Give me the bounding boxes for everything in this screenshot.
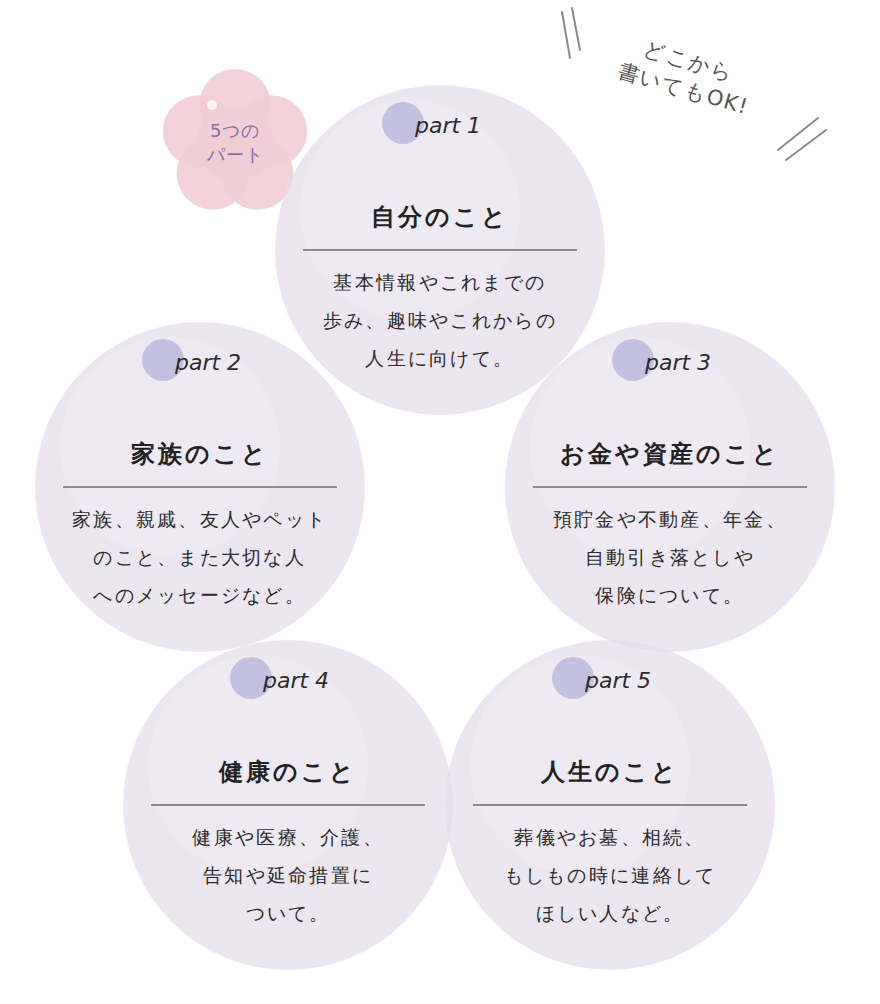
part-description: 預貯金や不動産、年金、 自動引き落としや 保険について。	[545, 500, 795, 614]
part-label: part 3	[645, 350, 711, 375]
divider-line	[473, 804, 747, 805]
divider-line	[151, 804, 425, 805]
part-description: 健康や医療、介護、 告知や延命措置に ついて。	[185, 818, 391, 932]
part-circle: part 1 自分のこと基本情報やこれまでの 歩み、趣味やこれからの 人生に向けて…	[275, 85, 605, 415]
part-label: part 5	[585, 668, 651, 693]
part-circle: part 2 家族のこと家族、親戚、友人やペット のこと、また大切な人 へのメッセ…	[35, 322, 365, 652]
badge-text: 5つの パート	[201, 119, 269, 167]
divider-line	[533, 486, 807, 487]
part-heading: 人生のこと	[445, 756, 775, 788]
part-label: part 1	[415, 113, 481, 138]
part-circle: part 3 お金や資産のこと預貯金や不動産、年金、 自動引き落としや 保険につい…	[505, 322, 835, 652]
part-description: 葬儀やお墓、相続、 もしもの時に連絡して ほしい人など。	[496, 818, 724, 932]
part-description: 基本情報やこれまでの 歩み、趣味やこれからの 人生に向けて。	[315, 263, 565, 377]
callout-note: どこから 書いてもOK!	[615, 30, 756, 120]
part-circle: part 4 健康のこと健康や医療、介護、 告知や延命措置に ついて。	[123, 640, 453, 970]
part-description: 家族、親戚、友人やペット のこと、また大切な人 へのメッセージなど。	[64, 500, 335, 614]
part-heading: お金や資産のこと	[505, 438, 835, 470]
part-circle: part 5 人生のこと葬儀やお墓、相続、 もしもの時に連絡して ほしい人など。	[445, 640, 775, 970]
part-heading: 健康のこと	[123, 756, 453, 788]
divider-line	[63, 486, 337, 487]
divider-line	[303, 249, 577, 250]
part-label: part 4	[263, 668, 329, 693]
part-label: part 2	[175, 350, 241, 375]
accent-strokes	[562, 8, 826, 160]
part-heading: 家族のこと	[35, 438, 365, 470]
part-heading: 自分のこと	[275, 201, 605, 233]
